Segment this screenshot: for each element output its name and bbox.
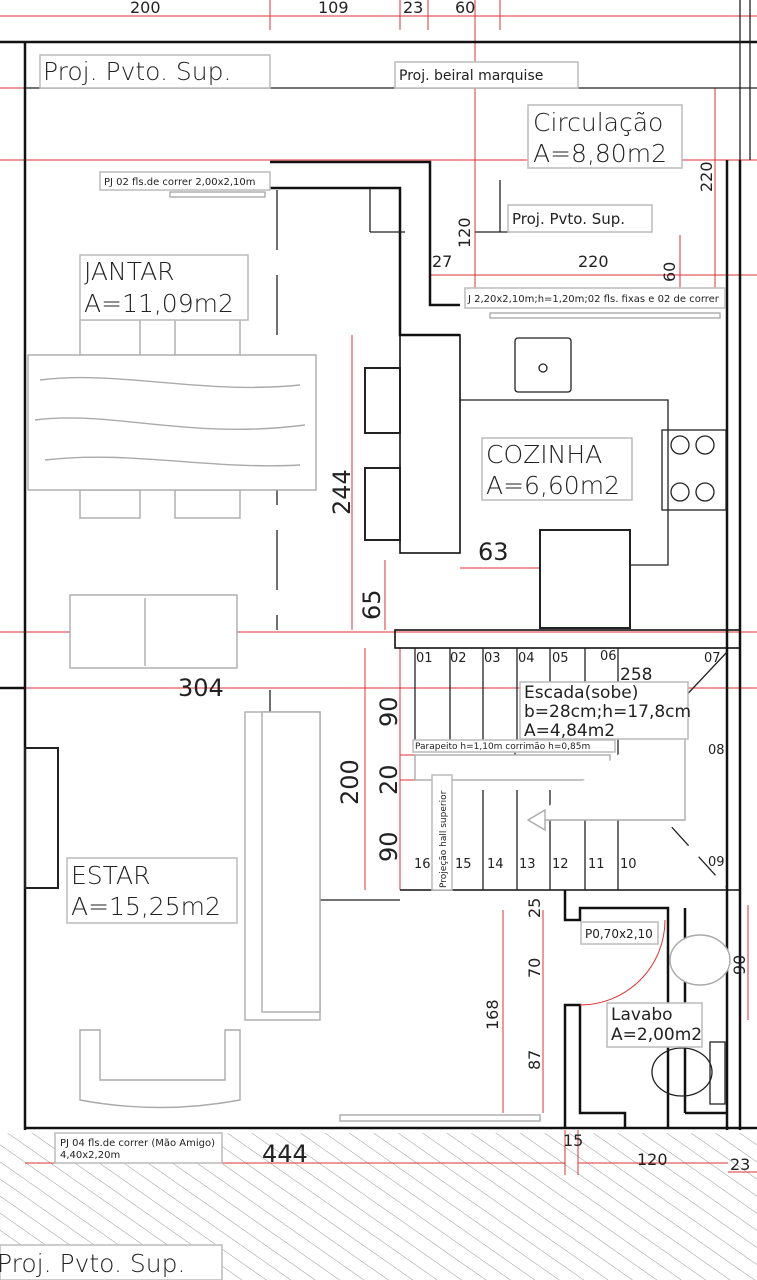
dimension-labels: 220 120 27 220 60 244 65 63 304 258 200 … bbox=[178, 161, 750, 1174]
note-parapeito: Parapeito h=1,10m corrimão h=0,85m bbox=[415, 742, 590, 752]
dim-63: 63 bbox=[478, 538, 509, 566]
room-cozinha-name: COZINHA bbox=[486, 440, 602, 469]
dim-90b: 90 bbox=[375, 831, 403, 862]
label-boxes bbox=[0, 54, 726, 1280]
dim-304: 304 bbox=[178, 674, 224, 702]
washbasin-icon bbox=[669, 934, 731, 986]
tv-cabinet bbox=[24, 747, 59, 889]
dim-top-60: 60 bbox=[455, 0, 475, 17]
room-escada-name: Escada(sobe) bbox=[524, 683, 638, 703]
dim-120h: 120 bbox=[637, 1150, 668, 1169]
dim-220v: 220 bbox=[697, 161, 716, 192]
dim-60v: 60 bbox=[660, 262, 679, 282]
room-estar-area: A=15,25m2 bbox=[71, 892, 221, 921]
room-lavabo-area: A=2,00m2 bbox=[611, 1025, 702, 1045]
stove-icon bbox=[661, 429, 727, 511]
dim-70: 70 bbox=[525, 958, 544, 978]
furniture bbox=[24, 191, 731, 1122]
dim-23: 23 bbox=[730, 1155, 750, 1174]
dim-15: 15 bbox=[563, 1131, 583, 1150]
dim-27: 27 bbox=[432, 252, 452, 271]
step-label: 06 bbox=[600, 649, 617, 664]
step-label: 15 bbox=[455, 857, 472, 872]
note-pj04-2: 4,40x2,20m bbox=[60, 1150, 120, 1161]
step-label: 04 bbox=[518, 651, 535, 666]
step-label: 14 bbox=[487, 857, 504, 872]
dim-220h: 220 bbox=[578, 252, 609, 271]
step-label: 12 bbox=[552, 857, 569, 872]
room-estar-name: ESTAR bbox=[71, 861, 150, 890]
note-proj-beiral: Proj. beiral marquise bbox=[399, 68, 543, 84]
dining-table bbox=[27, 354, 317, 491]
dim-244: 244 bbox=[328, 469, 356, 515]
dim-258: 258 bbox=[620, 665, 652, 685]
note-proj-pvto-sup-top: Proj. Pvto. Sup. bbox=[43, 57, 231, 86]
step-label: 02 bbox=[450, 651, 467, 666]
room-cozinha-area: A=6,60m2 bbox=[486, 471, 620, 500]
step-label: 05 bbox=[552, 651, 569, 666]
room-circulacao-area: A=8,80m2 bbox=[533, 139, 667, 168]
room-jantar-area: A=11,09m2 bbox=[84, 289, 234, 318]
dim-200: 200 bbox=[336, 759, 364, 805]
dim-90a: 90 bbox=[375, 696, 403, 727]
walls bbox=[0, 0, 757, 1130]
step-label: 13 bbox=[519, 857, 536, 872]
step-label: 16 bbox=[414, 857, 431, 872]
dim-90l: 90 bbox=[730, 955, 749, 975]
step-label: 01 bbox=[416, 651, 433, 666]
toilet-icon bbox=[651, 1047, 713, 1097]
step-label: 03 bbox=[484, 651, 501, 666]
step-label: 07 bbox=[704, 651, 721, 666]
step-label: 11 bbox=[588, 857, 605, 872]
dim-120v: 120 bbox=[455, 217, 474, 248]
note-proj-pvto-sup-bottom: Proj. Pvto. Sup. bbox=[0, 1249, 185, 1278]
dim-20: 20 bbox=[375, 764, 403, 795]
sink-icon bbox=[514, 337, 572, 393]
room-jantar-name: JANTAR bbox=[84, 257, 175, 286]
dim-444: 444 bbox=[262, 1140, 308, 1168]
dim-top-23: 23 bbox=[403, 0, 423, 17]
note-door-p: P0,70x2,10 bbox=[585, 927, 653, 941]
room-escada-spec: b=28cm;h=17,8cm bbox=[524, 702, 691, 722]
dim-168: 168 bbox=[483, 999, 502, 1030]
dim-top-200: 200 bbox=[130, 0, 161, 17]
dim-top-109: 109 bbox=[318, 0, 349, 17]
fridge-icon bbox=[539, 529, 631, 629]
note-j-window: J 2,20x2,10m;h=1,20m;02 fls. fixas e 02 … bbox=[467, 294, 720, 305]
step-label: 08 bbox=[708, 743, 725, 758]
room-escada-area: A=4,84m2 bbox=[524, 721, 615, 741]
dim-25: 25 bbox=[525, 898, 544, 918]
dim-87: 87 bbox=[525, 1050, 544, 1070]
dim-65: 65 bbox=[358, 589, 386, 620]
step-label: 09 bbox=[708, 855, 725, 870]
note-pj04-1: PJ 04 fls.de correr (Mão Amigo) bbox=[60, 1138, 215, 1149]
note-proj-pvto-sup-mid: Proj. Pvto. Sup. bbox=[512, 210, 625, 228]
room-lavabo-name: Lavabo bbox=[611, 1005, 673, 1025]
room-circulacao-name: Circulação bbox=[533, 108, 663, 137]
step-label: 10 bbox=[620, 857, 637, 872]
note-hall: Projeção hall superior bbox=[439, 790, 449, 888]
note-pj02: PJ 02 fls.de correr 2,00x2,10m bbox=[104, 177, 256, 188]
step-numbers: 01 02 03 04 05 06 07 08 09 10 11 12 13 1… bbox=[414, 649, 725, 872]
